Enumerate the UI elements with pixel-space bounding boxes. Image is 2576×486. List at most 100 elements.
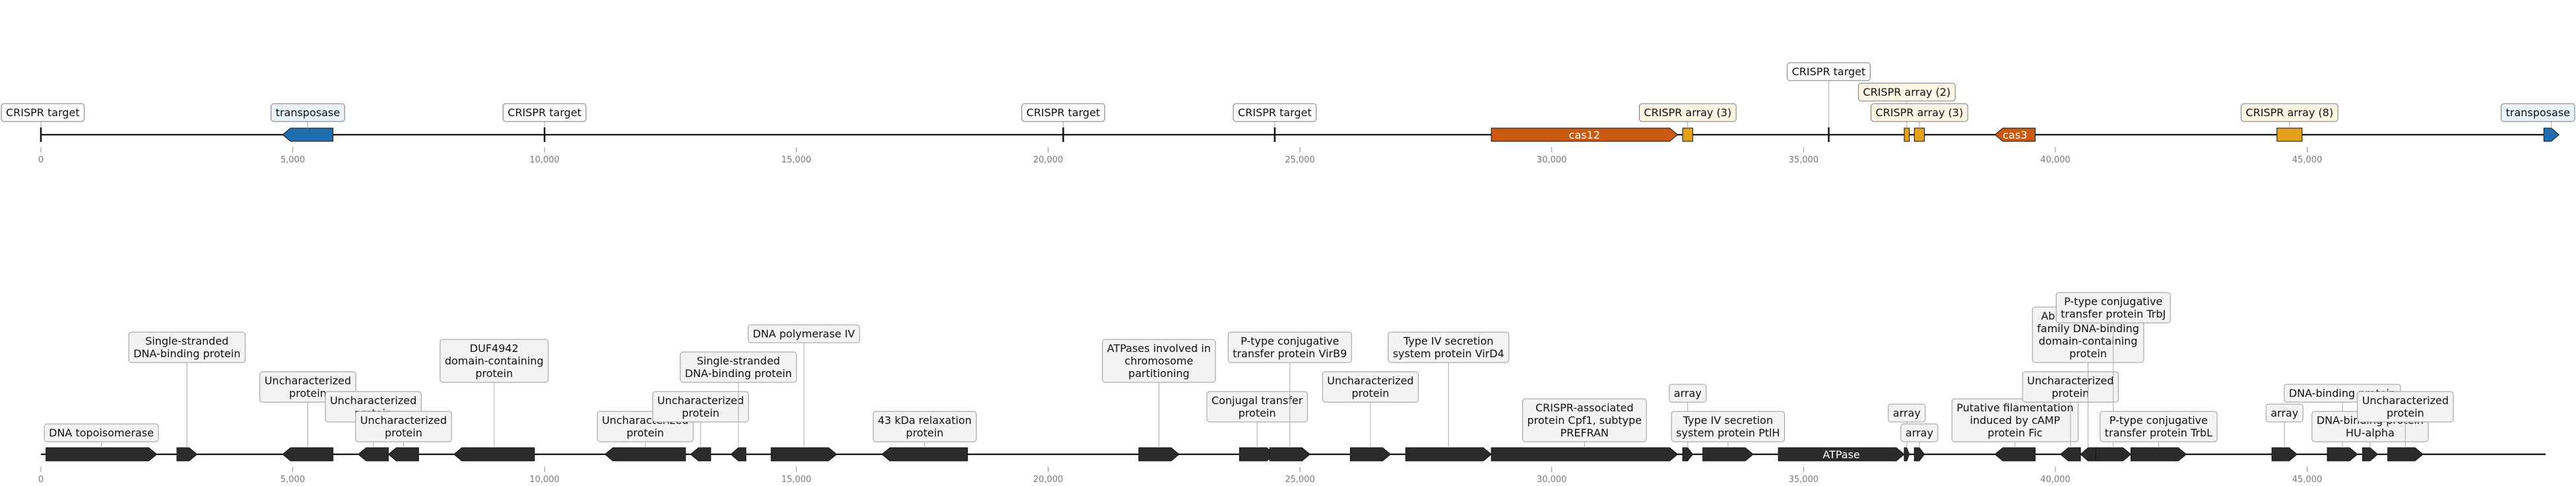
feature-label: CRISPR target: [507, 106, 581, 119]
uncharacterized-protein-feature: [2059, 447, 2081, 462]
abrb-maze-spovt-family-dna-binding-domain-containing-protein-feature: [2080, 447, 2096, 462]
axis-tick-label: 40,000: [2040, 475, 2071, 485]
axis-tick-label: 10,000: [529, 155, 560, 165]
feature-label-box: [1102, 339, 1216, 383]
feature-label-box: [1638, 103, 1737, 122]
uncharacterized-protein-feature: [1349, 447, 1392, 462]
crispr-array-8-feature: [2276, 127, 2303, 142]
cas12-feature: [1491, 127, 1679, 142]
axis-tick-label: 45,000: [2292, 155, 2323, 165]
feature-inline-label: cas3: [2003, 129, 2027, 141]
feature-label: array: [1674, 387, 1702, 399]
feature-label: DNA topoisomerase: [49, 427, 154, 439]
43-kda-relaxation-protein-feature: [881, 447, 968, 462]
p-type-conjugative-transfer-protein-trbj-feature: [2095, 447, 2132, 462]
feature-label: CRISPR target: [1792, 65, 1866, 78]
feature-label-box: [1669, 384, 1707, 403]
type-iv-secretion-system-protein-vird4-feature: [1405, 447, 1492, 462]
feature-label-box: [872, 411, 977, 442]
feature-label-box: [2055, 292, 2171, 324]
uncharacterized-protein-feature: [282, 447, 334, 462]
axis-tick-label: 5,000: [280, 475, 305, 485]
uncharacterized-protein-feature: [690, 447, 711, 462]
feature-label-box: [44, 423, 159, 442]
dna-polymerase-iv-feature: [771, 447, 837, 462]
dna-binding-protein-feature: [2327, 447, 2358, 462]
feature-label: array: [2270, 407, 2298, 419]
axis-tick-label: 0: [38, 155, 44, 165]
crispr-associated-protein-cpf1-subtype-prefran-feature: [1491, 447, 1679, 462]
uncharacterized-protein-feature: [2387, 447, 2424, 462]
uncharacterized-protein-feature: [604, 447, 686, 462]
dna-topoisomerase-feature: [46, 447, 158, 462]
feature-label: CRISPR target: [1238, 106, 1312, 119]
feature-label-box: [128, 331, 245, 363]
feature-label-box: [1951, 398, 2079, 442]
feature-label-box: [502, 103, 587, 122]
uncharacterized-protein-feature: [358, 447, 389, 462]
axis-tick-label: 20,000: [1033, 475, 1064, 485]
feature-label: array: [1906, 427, 1933, 439]
feature-label-box: [355, 411, 452, 442]
feature-inline-label: cas12: [1569, 129, 1600, 141]
crispr-array-3-feature: [1682, 127, 1693, 142]
feature-label-box: [680, 351, 797, 383]
p-type-conjugative-transfer-protein-trbl-feature: [2130, 447, 2187, 462]
feature-label: array: [1893, 407, 1921, 419]
feature-label-box: [1206, 391, 1308, 423]
feature-label-box: [2501, 103, 2575, 122]
axis-tick-label: 35,000: [1789, 155, 1819, 165]
type-iv-secretion-system-protein-ptlh-feature: [1702, 447, 1754, 462]
feature-label: CRISPR array (3): [1644, 106, 1731, 119]
feature-label-box: [2100, 411, 2218, 442]
feature-label-box: [1671, 411, 1785, 442]
crispr-array-2-feature: [1904, 127, 1910, 142]
transposase-feature: [2543, 127, 2560, 142]
duf4942-domain-containing-protein-feature: [453, 447, 535, 462]
feature-label-box: [1900, 423, 1939, 442]
single-stranded-dna-binding-protein-feature: [730, 447, 747, 462]
feature-label: DNA polymerase IV: [753, 328, 855, 340]
axis-tick-label: 30,000: [1537, 475, 1567, 485]
axis-tick-label: 45,000: [2292, 475, 2323, 485]
array-feature: [1904, 447, 1910, 462]
axis-tick-label: 5,000: [280, 155, 305, 165]
axis-tick-label: 15,000: [781, 475, 812, 485]
axis-tick-label: 20,000: [1033, 155, 1064, 165]
array-feature: [1682, 447, 1694, 462]
axis-tick-label: 40,000: [2040, 155, 2071, 165]
feature-label: CRISPR target: [6, 106, 80, 119]
feature-label-box: [2357, 391, 2454, 423]
feature-label-box: [1, 103, 85, 122]
axis-tick-label: 10,000: [529, 475, 560, 485]
axis-tick-label: 30,000: [1537, 155, 1567, 165]
axis-tick-label: 0: [38, 475, 44, 485]
feature-label-box: [271, 103, 345, 122]
dna-binding-protein-hu-alpha-feature: [2362, 447, 2379, 462]
feature-label-box: [1021, 103, 1105, 122]
feature-label-box: [748, 324, 860, 343]
uncharacterized-protein-feature: [387, 447, 419, 462]
axis-tick-label: 25,000: [1285, 155, 1315, 165]
feature-inline-label: ATPase: [1822, 448, 1859, 461]
feature-label-box: [1522, 398, 1647, 442]
transposase-feature: [282, 127, 334, 142]
feature-label: transposase: [2506, 106, 2570, 119]
